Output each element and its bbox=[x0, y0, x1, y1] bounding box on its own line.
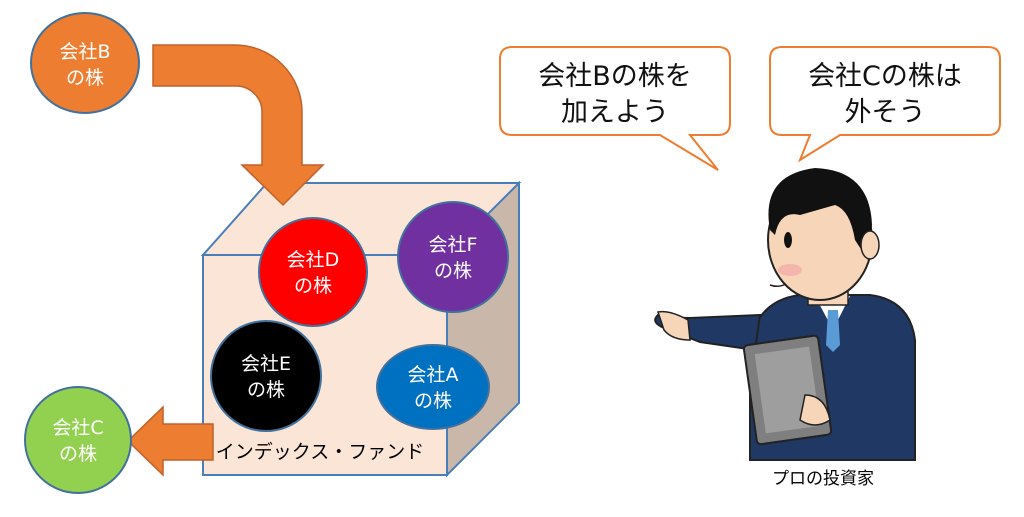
stock-a-line1: 会社A bbox=[408, 364, 459, 386]
stock-b: 会社B の株 bbox=[30, 12, 140, 114]
investor-caption: プロの投資家 bbox=[772, 469, 874, 489]
stock-c: 会社C の株 bbox=[24, 386, 132, 494]
stock-e-line1: 会社E bbox=[241, 353, 291, 375]
bubble-remove-line2: 外そう bbox=[845, 97, 926, 128]
stock-e-line2: の株 bbox=[247, 379, 285, 401]
stock-f-line1: 会社F bbox=[429, 234, 478, 256]
speech-bubble-remove: 会社Cの株は 外そう bbox=[769, 46, 1001, 163]
stock-d: 会社D の株 bbox=[258, 217, 368, 327]
stock-a: 会社A の株 bbox=[376, 344, 490, 430]
stock-c-line2: の株 bbox=[59, 443, 97, 465]
stock-b-line1: 会社B bbox=[59, 41, 110, 63]
speech-bubble-add: 会社Bの株を 加えよう bbox=[499, 46, 731, 171]
bubble-remove-line1: 会社Cの株は bbox=[808, 61, 962, 92]
remove-arrow bbox=[126, 405, 214, 477]
stock-f: 会社F の株 bbox=[397, 201, 509, 313]
bubble-add-line2: 加えよう bbox=[561, 97, 669, 128]
stock-c-line1: 会社C bbox=[52, 417, 103, 439]
bubble-add-line1: 会社Bの株を bbox=[538, 61, 692, 92]
fund-label: インデックス・ファンド bbox=[216, 441, 424, 463]
stock-e: 会社E の株 bbox=[210, 320, 322, 432]
stock-b-line2: の株 bbox=[66, 67, 104, 89]
stock-f-line2: の株 bbox=[434, 260, 472, 282]
investor-illustration bbox=[654, 168, 916, 461]
stock-a-line2: の株 bbox=[414, 390, 452, 412]
stock-d-line2: の株 bbox=[294, 275, 332, 297]
stock-d-line1: 会社D bbox=[287, 249, 340, 271]
add-arrow bbox=[152, 44, 325, 207]
